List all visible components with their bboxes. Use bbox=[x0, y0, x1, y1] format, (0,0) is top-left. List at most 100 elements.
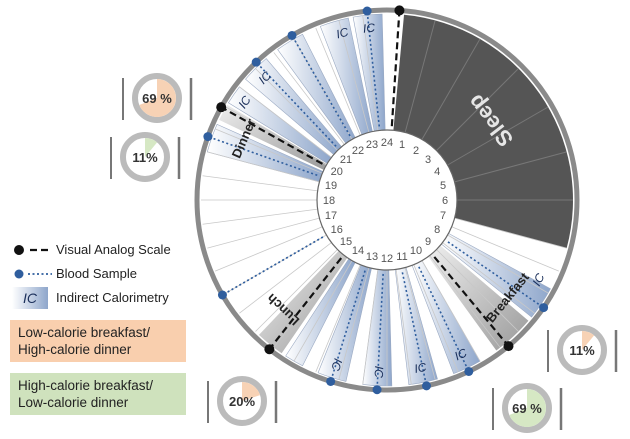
ic-label: IC bbox=[328, 357, 345, 373]
clock-hour-label: 24 bbox=[381, 137, 393, 149]
blood-dotted-line bbox=[207, 135, 318, 177]
segment-divider bbox=[421, 260, 481, 362]
segment-divider bbox=[207, 217, 320, 249]
segment-divider bbox=[395, 269, 412, 385]
plate-breakfast-high-cal: 69 % bbox=[492, 383, 563, 433]
plate-share-slice bbox=[242, 382, 261, 401]
plate-lunch: 20% bbox=[207, 376, 278, 426]
clock-ring bbox=[194, 7, 580, 393]
plate-share-label: 20% bbox=[229, 394, 255, 409]
clock-hour-label: 14 bbox=[352, 245, 364, 257]
clock-hour-label: 3 bbox=[425, 154, 431, 166]
segment-divider bbox=[202, 175, 318, 192]
sleep-hour-divider bbox=[436, 68, 519, 151]
clock-hour-label: 4 bbox=[434, 166, 440, 178]
clock-hour-label: 22 bbox=[352, 145, 364, 157]
legend-high-cal-dinner-line: High-calorie dinner bbox=[18, 342, 132, 357]
segment-divider bbox=[362, 269, 379, 385]
legend-ic-label: Indirect Calorimetry bbox=[56, 290, 169, 305]
ic-label: IC bbox=[452, 345, 469, 363]
clock-hour-label: 2 bbox=[413, 145, 419, 157]
segment-divider bbox=[273, 52, 345, 145]
segment-divider bbox=[338, 20, 370, 133]
blood-dotted-line bbox=[329, 270, 366, 382]
blood-dotted-line bbox=[291, 35, 351, 137]
legend-ic-badge: IC bbox=[12, 287, 48, 309]
segment-divider bbox=[202, 208, 318, 225]
plate-share-label: 69 % bbox=[142, 91, 172, 106]
clock-hour-label: 13 bbox=[366, 251, 378, 263]
segment-divider bbox=[429, 255, 501, 348]
outer-ring bbox=[194, 7, 580, 393]
blood-sample-marker bbox=[217, 290, 227, 300]
segment-divider bbox=[255, 249, 338, 332]
meal-share-icons: 69 %11%20%11%69 % bbox=[110, 73, 618, 433]
blood-sample-marker bbox=[422, 381, 432, 391]
clock-hour-label: 5 bbox=[440, 180, 446, 192]
vas-marker bbox=[503, 341, 514, 352]
segment-divider bbox=[225, 106, 327, 166]
clock-hour-label: 20 bbox=[331, 166, 343, 178]
legend-vas-label: Visual Analog Scale bbox=[56, 242, 171, 257]
segment-divider bbox=[338, 267, 370, 380]
plate-share-slice bbox=[139, 79, 176, 117]
vas-marker bbox=[264, 344, 275, 355]
clock-hour-label: 8 bbox=[434, 224, 440, 236]
clock-hour-label: 9 bbox=[425, 236, 431, 248]
clock-hour-label: 15 bbox=[340, 236, 352, 248]
blood-dotted-line bbox=[376, 273, 384, 390]
meal-segment bbox=[258, 250, 348, 354]
ic-label: IC bbox=[372, 365, 387, 378]
ic-label: IC bbox=[413, 360, 428, 376]
clock-hour-label: 17 bbox=[325, 210, 337, 222]
blood-sample-marker bbox=[287, 30, 297, 40]
plate-dinner-low-cal-breakfast: 69 % bbox=[122, 73, 193, 123]
blood-sample-marker bbox=[251, 57, 261, 67]
legend-icons bbox=[14, 245, 52, 279]
blood-sample-marker bbox=[372, 385, 382, 395]
segment-divider bbox=[451, 226, 559, 272]
clock-hour-label: 7 bbox=[440, 210, 446, 222]
segment-divider bbox=[436, 249, 519, 332]
blood-dotted-line bbox=[255, 61, 337, 147]
segment-divider bbox=[454, 217, 567, 249]
segment-divider bbox=[315, 28, 361, 136]
segment-divider bbox=[315, 264, 361, 372]
vas-dashed-line bbox=[390, 10, 401, 127]
plate-breakfast-low-cal: 11% bbox=[547, 325, 618, 375]
clock-hour-label: 1 bbox=[399, 139, 405, 151]
inner-ring bbox=[316, 129, 458, 271]
legend-low-calorie-breakfast-box: Low-calorie breakfast/ High-calorie dinn… bbox=[10, 320, 186, 362]
segment-divider bbox=[362, 15, 379, 131]
segment-divider bbox=[293, 260, 353, 362]
plate-share-label: 69 % bbox=[512, 401, 542, 416]
segment-divider-lines bbox=[201, 10, 567, 390]
segment-divider bbox=[404, 267, 436, 380]
segment-divider bbox=[447, 234, 549, 294]
vas-marker bbox=[394, 5, 405, 16]
meal-segment bbox=[428, 245, 529, 351]
blood-sample-marker bbox=[464, 366, 474, 376]
plate-share-slice bbox=[582, 331, 595, 350]
legend-low-cal-dinner-line: Low-calorie dinner bbox=[18, 395, 129, 410]
plate-share-slice bbox=[509, 389, 546, 427]
clock-hour-label: 16 bbox=[331, 224, 343, 236]
blood-sample-marker bbox=[326, 376, 336, 386]
vas-dashed-line bbox=[433, 256, 510, 347]
blood-legend-dot-icon bbox=[14, 269, 24, 279]
vas-legend-dot-icon bbox=[14, 245, 24, 255]
sleep-hour-divider bbox=[404, 20, 436, 133]
blood-dotted-line bbox=[447, 241, 545, 309]
segment-divider bbox=[215, 226, 323, 272]
vas-dashed-line bbox=[268, 257, 343, 350]
clock-hour-label: 10 bbox=[410, 245, 422, 257]
plate-share-slice bbox=[145, 138, 158, 157]
segment-divider bbox=[207, 151, 320, 183]
blood-sample-marker bbox=[203, 132, 213, 142]
sleep-sector bbox=[393, 14, 573, 249]
clock-hour-label: 19 bbox=[325, 180, 337, 192]
blood-dotted-line bbox=[401, 272, 428, 387]
legend-low-cal-breakfast-line: Low-calorie breakfast/ bbox=[18, 325, 151, 340]
